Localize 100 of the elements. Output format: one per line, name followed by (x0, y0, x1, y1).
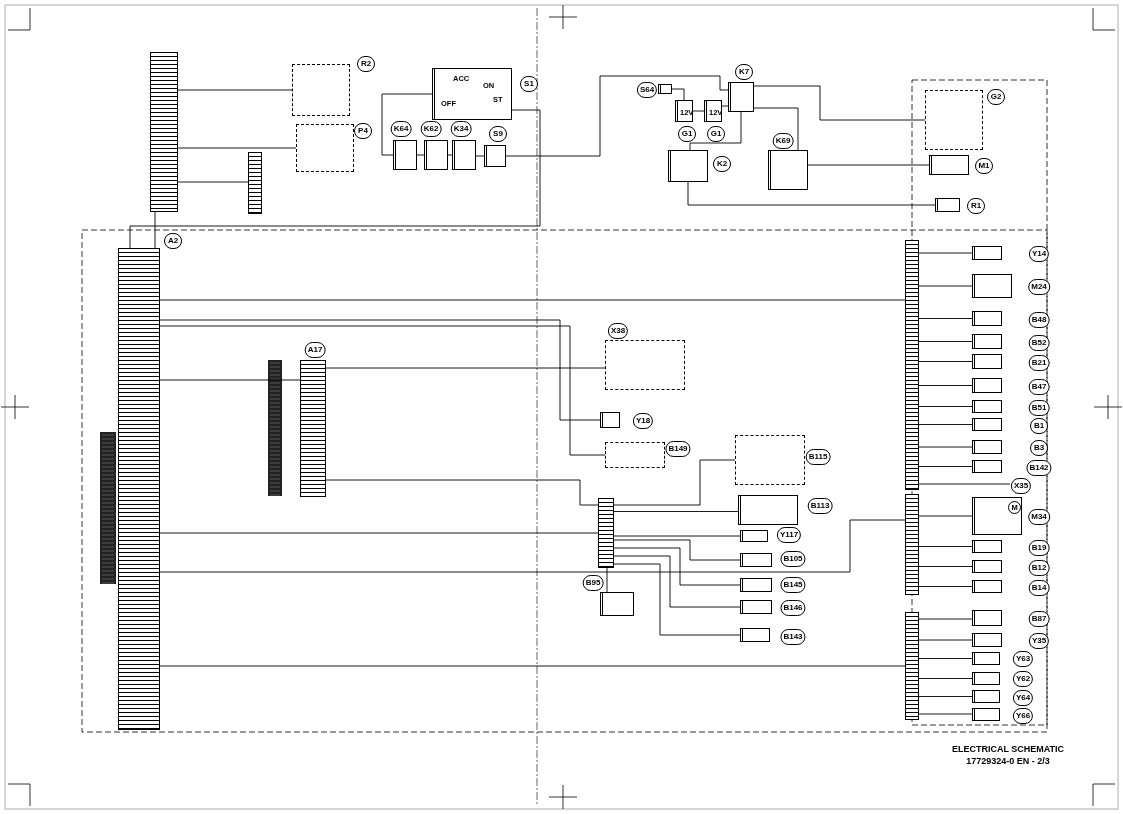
callout-number: Y35 (1028, 633, 1050, 649)
wire (613, 459, 736, 506)
callout-number: S64 (636, 82, 658, 98)
callout-number: B95 (582, 575, 604, 591)
wire (918, 318, 973, 319)
wire (689, 111, 742, 151)
wire (177, 181, 249, 183)
callout-number: B113 (807, 498, 833, 514)
callout-number: B146 (780, 600, 806, 616)
wire (325, 367, 606, 369)
wire (918, 658, 973, 659)
wire (159, 319, 601, 421)
wire (918, 618, 973, 620)
wire (918, 586, 973, 587)
wire (613, 535, 741, 537)
callout-number: S9 (489, 126, 507, 142)
wire (918, 361, 973, 362)
wire (159, 379, 301, 381)
callout-number: M34 (1028, 509, 1050, 525)
callout-number: B19 (1028, 539, 1050, 556)
wire (177, 89, 293, 91)
callout-number: B87 (1028, 611, 1050, 627)
wire (505, 75, 729, 157)
callout-number: Y18 (632, 413, 654, 429)
callout-number: S1 (520, 76, 538, 92)
callout-number: G1 (678, 126, 696, 142)
terminal-strip (248, 152, 262, 214)
callout-number: K7 (735, 64, 753, 80)
wire (807, 164, 930, 166)
wire (918, 385, 973, 386)
wire (918, 341, 973, 342)
callout-number: R2 (357, 56, 375, 72)
wire (416, 154, 425, 156)
callout-number: R1 (967, 198, 985, 214)
callout-number: A2 (164, 233, 182, 249)
wire (753, 107, 799, 151)
callout-number: B105 (780, 551, 806, 567)
callout-number: B115 (805, 449, 831, 465)
wire (918, 446, 973, 448)
callout-number: B21 (1028, 354, 1050, 371)
terminal-strip (905, 612, 919, 720)
callout-number: K34 (450, 121, 472, 137)
wire (447, 154, 453, 156)
drawing-title: ELECTRICAL SCHEMATIC (950, 744, 1066, 754)
wire (613, 555, 741, 608)
wire (613, 511, 739, 512)
callout-number: K64 (390, 121, 412, 137)
wire (918, 566, 973, 567)
wire (475, 155, 485, 157)
wire (918, 466, 973, 467)
wire (687, 181, 936, 206)
wire (918, 678, 973, 679)
wire (129, 109, 541, 249)
wire (177, 147, 297, 149)
callout-number: B3 (1030, 440, 1048, 456)
callout-number: K62 (420, 121, 442, 137)
terminal-strip (150, 52, 178, 212)
wire (918, 285, 973, 287)
wire (613, 547, 741, 586)
callout-number: P4 (354, 123, 372, 139)
callout-number: X38 (607, 323, 629, 339)
callout-number: Y117 (776, 527, 802, 543)
callout-number: M1 (975, 158, 993, 174)
callout-number: B142 (1026, 459, 1052, 476)
callout-number: X35 (1010, 478, 1032, 494)
callout-number: Y14 (1028, 246, 1050, 262)
wire (692, 110, 705, 112)
wire (606, 567, 608, 593)
callout-number: K69 (772, 133, 794, 149)
wire (159, 665, 906, 667)
callout-number: B51 (1028, 399, 1050, 416)
document-number: 17729324-0 EN - 2/3 (965, 756, 1051, 766)
callout-number: B52 (1028, 334, 1050, 351)
wire (918, 424, 973, 425)
wire (159, 299, 906, 301)
wire (159, 519, 906, 573)
callout-number: B143 (780, 629, 806, 645)
terminal-strip (905, 494, 919, 595)
callout-number: A17 (304, 342, 326, 358)
callout-number: G1 (707, 126, 725, 142)
wire (918, 639, 973, 641)
callout-number: B1 (1030, 417, 1048, 434)
wire (918, 696, 973, 697)
callout-number: M24 (1028, 279, 1050, 295)
wire (159, 325, 606, 456)
wire (918, 546, 973, 547)
wire (671, 88, 685, 101)
callout-number: B48 (1028, 311, 1050, 328)
wire (918, 515, 973, 517)
wire (613, 539, 741, 561)
callout-number: G2 (987, 89, 1005, 105)
callout-number: B47 (1028, 378, 1050, 395)
callout-number: B145 (780, 577, 806, 593)
wire (918, 713, 973, 715)
callout-number: Y63 (1012, 651, 1034, 667)
wire (154, 211, 156, 249)
wire (753, 85, 926, 121)
wire (381, 93, 433, 156)
wire (159, 532, 599, 534)
callout-number: B14 (1028, 579, 1050, 596)
